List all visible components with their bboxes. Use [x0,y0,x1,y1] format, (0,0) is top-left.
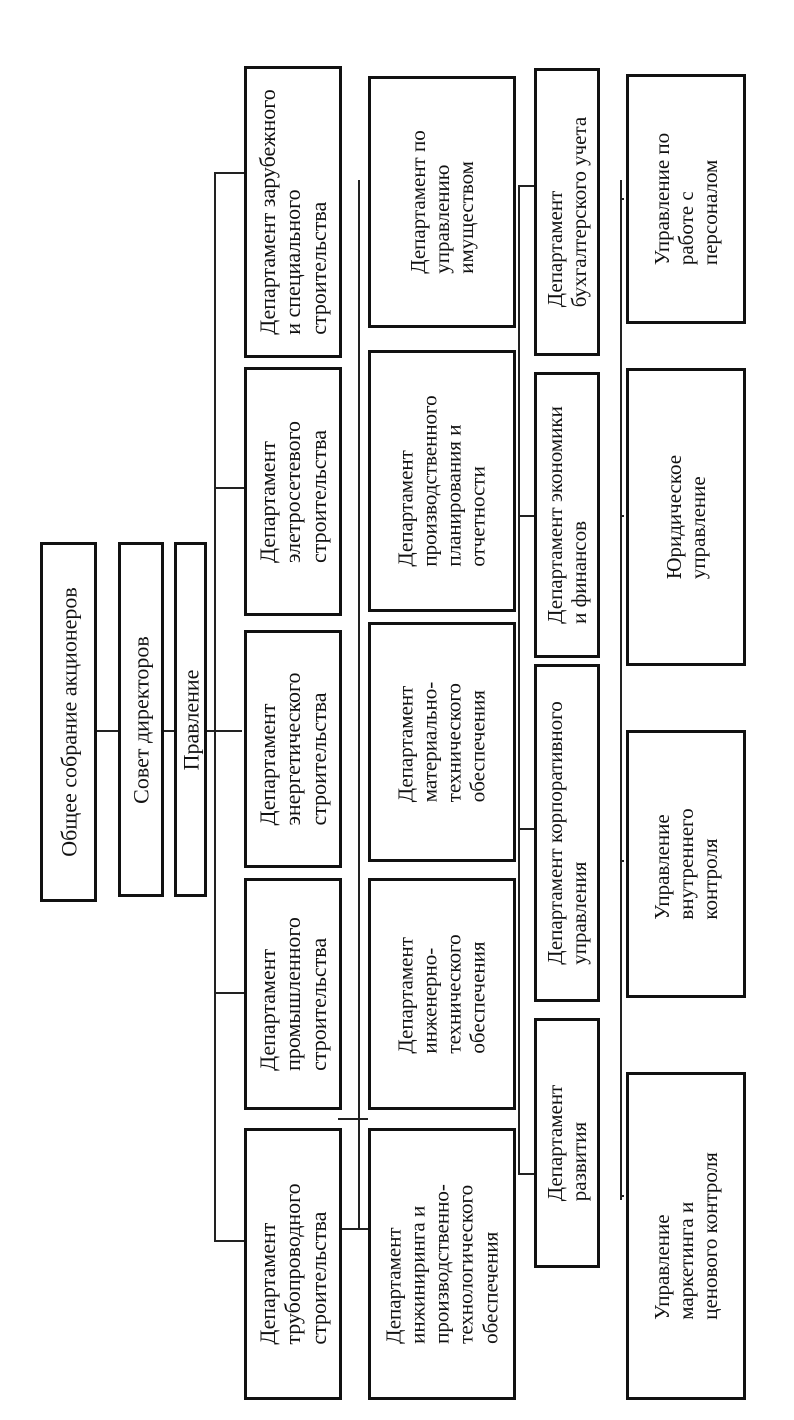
dept-engineering-production-label: Департамент инжиниринга и производственн… [381,1184,503,1344]
unit-marketing-box: Управление маркетинга и ценового контрол… [626,1072,746,1400]
dept-energy-label: Департамент энергетического строительств… [255,672,331,826]
stub [338,1228,368,1230]
management-box: Правление [174,542,207,897]
dept-development-box: Департамент развития [534,1018,600,1268]
bus-support [358,180,360,1230]
dept-energy-box: Департамент энергетического строительств… [244,630,342,868]
bus-administration [620,180,622,1200]
unit-hr-label: Управление по работе с персоналом [649,132,723,266]
dept-economics-box: Департамент экономики и финансов [534,372,600,658]
stub [620,860,624,862]
dept-accounting-label: Департамент бухгалтерского учета [542,116,591,308]
dept-material-technical-box: Департамент материально- технического об… [368,622,516,862]
board-box: Совет директоров [118,542,164,897]
unit-internal-control-box: Управление внутреннего контроля [626,730,746,998]
stub [518,515,534,517]
dept-development-label: Департамент развития [542,1084,591,1202]
dept-engineering-production-box: Департамент инжиниринга и производственн… [368,1128,516,1400]
dept-planning-box: Департамент производственного планирован… [368,350,516,612]
dept-planning-label: Департамент производственного планирован… [393,395,491,567]
stub [214,992,244,994]
dept-corporate-label: Департамент корпоративного управления [542,701,591,965]
unit-legal-label: Юридическое управление [661,454,710,580]
dept-property-box: Департамент по управлению имуществом [368,76,516,328]
dept-economics-label: Департамент экономики и финансов [542,406,591,624]
stub [214,1240,244,1242]
dept-material-technical-label: Департамент материально- технического об… [393,681,491,803]
shareholders-label: Общее собрание акционеров [55,587,81,857]
dept-grid-box: Департамент элетросетевого строительства [244,367,342,616]
dept-engineering-technical-label: Департамент инженерно- технического обес… [393,934,491,1054]
dept-corporate-box: Департамент корпоративного управления [534,664,600,1002]
dept-accounting-box: Департамент бухгалтерского учета [534,68,600,356]
stub [620,1195,624,1197]
bus-finance [518,185,520,1175]
bus-construction [214,172,216,1240]
dept-industrial-box: Департамент промышленного строительства [244,878,342,1110]
stub [518,185,534,187]
stub [214,487,244,489]
stub [620,515,624,517]
stub [620,198,624,200]
unit-internal-control-label: Управление внутреннего контроля [649,808,723,920]
management-label: Правление [177,669,203,770]
stub [518,828,534,830]
dept-foreign-box: Департамент зарубежного и специального с… [244,66,342,358]
dept-pipeline-label: Департамент трубопроводного строительств… [255,1183,331,1345]
dept-pipeline-box: Департамент трубопроводного строительств… [244,1128,342,1400]
unit-hr-box: Управление по работе с персоналом [626,74,746,324]
dept-engineering-technical-box: Департамент инженерно- технического обес… [368,878,516,1110]
board-label: Совет директоров [128,635,154,804]
dept-foreign-label: Департамент зарубежного и специального с… [255,89,331,335]
dept-grid-label: Департамент элетросетевого строительства [255,420,331,563]
shareholders-box: Общее собрание акционеров [40,542,97,902]
dept-property-label: Департамент по управлению имуществом [405,130,479,274]
unit-marketing-label: Управление маркетинга и ценового контрол… [649,1152,723,1320]
connector-management [207,730,242,732]
stub [338,1118,368,1120]
dept-industrial-label: Департамент промышленного строительства [255,917,331,1071]
stub [518,1173,534,1175]
unit-legal-box: Юридическое управление [626,368,746,666]
stub [214,172,244,174]
